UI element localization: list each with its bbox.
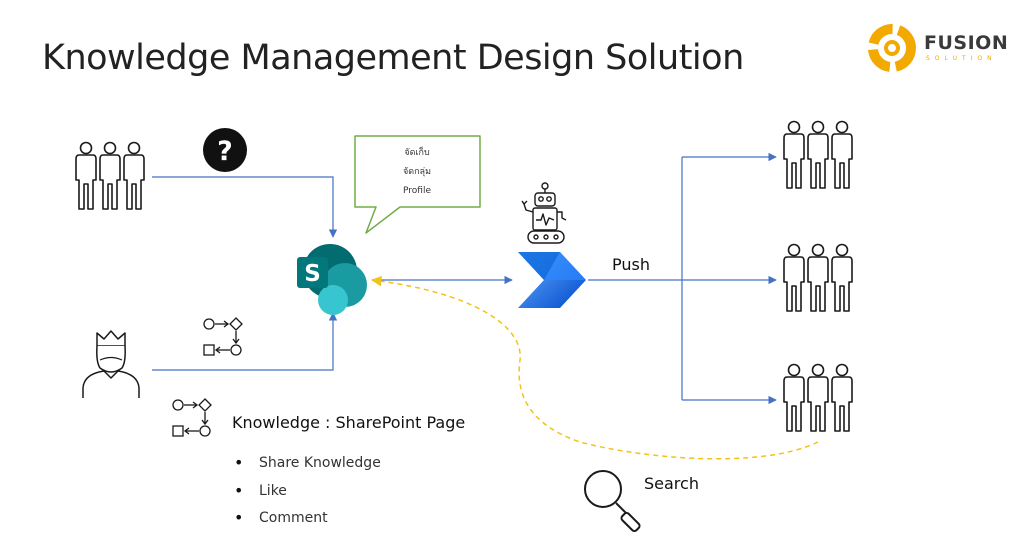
fusion-sun-logo-icon [868,24,916,72]
callout-text: จัดเก็บ จัดกลุ่ม Profile [382,144,452,201]
power-automate-logo-icon [518,252,586,308]
people-group-icon [784,245,852,312]
search-path-dashed [370,275,819,460]
callout-line: Profile [403,186,431,196]
connector-group-to-sharepoint [152,176,338,238]
list-item: Share Knowledge [234,452,381,480]
people-group-icon [76,143,144,210]
people-group-icon [784,365,852,432]
callout-line: จัดกลุ่ม [402,167,431,177]
fusion-logo: FUSION SOLUTION [862,20,1022,76]
logo-name: FUSION [924,32,1009,54]
workflow-process-icon [203,317,243,356]
svg-text:S: S [304,261,321,287]
person-crown-icon [82,330,140,398]
svg-text:?: ? [217,136,233,167]
question-mark-icon: ? [203,128,247,172]
people-group-icon [784,122,852,189]
logo-tagline: SOLUTION [926,55,997,62]
list-item: Comment [234,507,381,535]
callout-bubble [354,135,481,234]
search-label: Search [644,474,699,493]
connector-person-to-sharepoint [152,312,338,371]
page-title: Knowledge Management Design Solution [42,38,744,78]
callout-line: จัดเก็บ [404,148,430,158]
feature-list: Share Knowledge Like Comment [234,452,381,535]
magnifier-search-icon [584,470,641,533]
robot-icon [521,182,567,244]
sharepoint-logo-icon: S [297,244,367,315]
connectors [152,152,819,460]
knowledge-heading: Knowledge : SharePoint Page [232,413,466,432]
workflow-process-icon [172,398,212,437]
list-item: Like [234,480,381,508]
push-label: Push [612,255,650,274]
